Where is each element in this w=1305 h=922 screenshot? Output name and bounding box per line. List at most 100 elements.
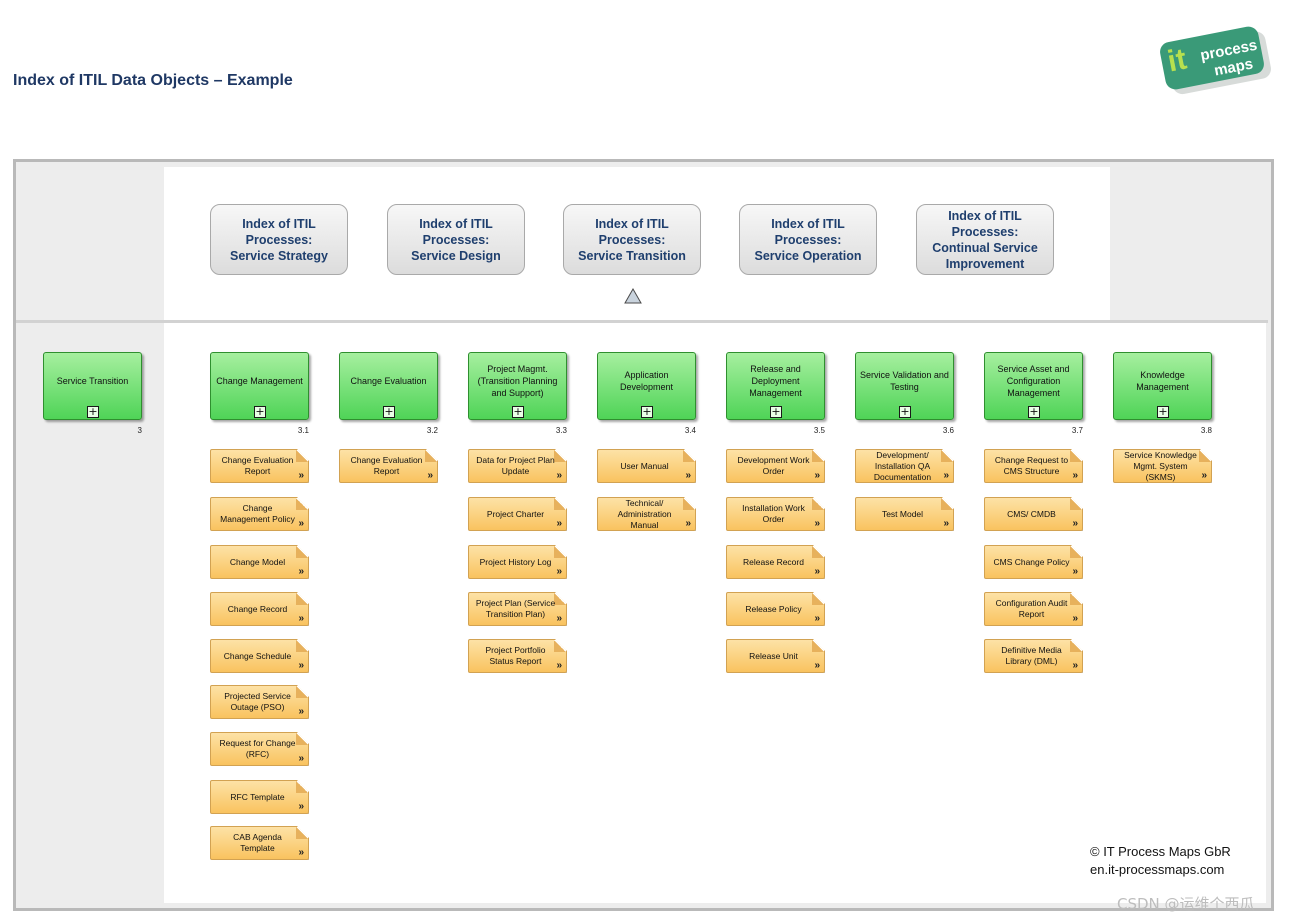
process-number: 3.4 — [684, 426, 696, 435]
more-icon[interactable]: » — [814, 470, 820, 481]
data-object-card[interactable]: Test Model» — [855, 497, 954, 531]
process-number: 3 — [137, 426, 142, 435]
process-box[interactable]: Knowledge Management + — [1113, 352, 1212, 420]
data-object-card[interactable]: User Manual» — [597, 449, 696, 483]
data-object-card[interactable]: Development Work Order» — [726, 449, 825, 483]
more-icon[interactable]: » — [298, 753, 304, 764]
data-object-card[interactable]: Projected Service Outage (PSO)» — [210, 685, 309, 719]
process-box[interactable]: Project Magmt. (Transition Planning and … — [468, 352, 567, 420]
more-icon[interactable]: » — [814, 660, 820, 671]
more-icon[interactable]: » — [298, 518, 304, 529]
more-icon[interactable]: » — [298, 801, 304, 812]
more-icon[interactable]: » — [814, 613, 820, 624]
more-icon[interactable]: » — [685, 518, 691, 529]
data-object-card[interactable]: Change Management Policy» — [210, 497, 309, 531]
it-process-maps-logo[interactable]: it process maps — [1158, 24, 1274, 92]
more-icon[interactable]: » — [1072, 660, 1078, 671]
more-icon[interactable]: » — [298, 706, 304, 717]
expand-icon[interactable]: + — [512, 405, 524, 418]
data-object-card[interactable]: Project Plan (Service Transition Plan)» — [468, 592, 567, 626]
data-object-card[interactable]: Project History Log» — [468, 545, 567, 579]
data-object-card[interactable]: Change Evaluation Report » — [339, 449, 438, 483]
more-icon[interactable]: » — [556, 566, 562, 577]
data-object-card[interactable]: Change Evaluation Report» — [210, 449, 309, 483]
up-triangle-icon[interactable] — [624, 288, 642, 304]
data-object-card[interactable]: CMS/ CMDB» — [984, 497, 1083, 531]
expand-icon[interactable]: + — [1157, 405, 1169, 418]
index-service-strategy-button[interactable]: Index of ITIL Processes: Service Strateg… — [210, 204, 348, 275]
data-object-card[interactable]: CMS Change Policy» — [984, 545, 1083, 579]
process-box[interactable]: Service Asset and Configuration Manageme… — [984, 352, 1083, 420]
more-icon[interactable]: » — [556, 660, 562, 671]
data-object-card[interactable]: CAB Agenda Template» — [210, 826, 309, 860]
more-icon[interactable]: » — [685, 470, 691, 481]
more-icon[interactable]: » — [814, 518, 820, 529]
more-icon[interactable]: » — [298, 613, 304, 624]
more-icon[interactable]: » — [943, 518, 949, 529]
more-icon[interactable]: » — [298, 566, 304, 577]
more-icon[interactable]: » — [814, 566, 820, 577]
more-icon[interactable]: » — [298, 847, 304, 858]
expand-icon[interactable]: + — [1028, 405, 1040, 418]
index-service-transition-button[interactable]: Index of ITIL Processes: Service Transit… — [563, 204, 701, 275]
data-object-label: Change Record — [227, 603, 288, 614]
more-icon[interactable]: » — [943, 470, 949, 481]
process-label: Application Development — [619, 370, 674, 392]
data-object-card[interactable]: Release Record» — [726, 545, 825, 579]
expand-icon[interactable]: + — [641, 405, 653, 418]
data-object-card[interactable]: Change Schedule» — [210, 639, 309, 673]
index-continual-service-improvement-button[interactable]: Index of ITIL Processes: Continual Servi… — [916, 204, 1054, 275]
data-object-card[interactable]: Service Knowledge Mgmt. System (SKMS)» — [1113, 449, 1212, 483]
index-service-design-button[interactable]: Index of ITIL Processes: Service Design — [387, 204, 525, 275]
data-object-card[interactable]: Project Charter» — [468, 497, 567, 531]
data-object-card[interactable]: Technical/ Administration Manual» — [597, 497, 696, 531]
data-object-card[interactable]: Release Unit» — [726, 639, 825, 673]
process-box[interactable]: Change Management+ — [210, 352, 309, 420]
expand-icon[interactable]: + — [770, 405, 782, 418]
data-object-card[interactable]: Data for Project Plan Update» — [468, 449, 567, 483]
more-icon[interactable]: » — [427, 470, 433, 481]
more-icon[interactable]: » — [1072, 518, 1078, 529]
more-icon[interactable]: » — [298, 470, 304, 481]
data-object-card[interactable]: Request for Change (RFC)» — [210, 732, 309, 766]
expand-icon[interactable]: + — [899, 405, 911, 418]
data-object-card[interactable]: Change Record » — [210, 592, 309, 626]
process-box[interactable]: Release and Deployment Management+ — [726, 352, 825, 420]
process-label: Service Validation and Testing — [860, 370, 949, 392]
more-icon[interactable]: » — [298, 660, 304, 671]
data-object-card[interactable]: Installation Work Order» — [726, 497, 825, 531]
process-label: Knowledge Management — [1136, 370, 1189, 392]
data-object-card[interactable]: Project Portfolio Status Report» — [468, 639, 567, 673]
data-object-label: Change Evaluation Report — [350, 455, 423, 476]
more-icon[interactable]: » — [1072, 470, 1078, 481]
more-icon[interactable]: » — [556, 470, 562, 481]
process-number: 3.1 — [297, 426, 309, 435]
more-icon[interactable]: » — [1072, 613, 1078, 624]
watermark: CSDN @运维个西瓜 — [1117, 895, 1255, 913]
more-icon[interactable]: » — [556, 613, 562, 624]
more-icon[interactable]: » — [556, 518, 562, 529]
data-object-label: Request for Change (RFC) — [219, 738, 296, 759]
index-service-operation-button[interactable]: Index of ITIL Processes: Service Operati… — [739, 204, 877, 275]
more-icon[interactable]: » — [1072, 566, 1078, 577]
process-number: 3.8 — [1200, 426, 1212, 435]
data-object-card[interactable]: RFC Template» — [210, 780, 309, 814]
process-box[interactable]: Service Validation and Testing + — [855, 352, 954, 420]
data-object-card[interactable]: Configuration Audit Report» — [984, 592, 1083, 626]
expand-icon[interactable]: + — [383, 405, 395, 418]
process-number: 3.2 — [426, 426, 438, 435]
process-box-service-transition[interactable]: Service Transition + — [43, 352, 142, 420]
expand-icon[interactable]: + — [87, 405, 99, 418]
data-object-card[interactable]: Change Request to CMS Structure» — [984, 449, 1083, 483]
data-object-card[interactable]: Definitive Media Library (DML)» — [984, 639, 1083, 673]
data-object-label: CMS Change Policy — [993, 556, 1070, 567]
data-object-label: Release Policy — [745, 603, 802, 614]
page-title: Index of ITIL Data Objects – Example — [13, 72, 293, 89]
process-box[interactable]: Change Evaluation+ — [339, 352, 438, 420]
expand-icon[interactable]: + — [254, 405, 266, 418]
more-icon[interactable]: » — [1201, 470, 1207, 481]
process-box[interactable]: Application Development + — [597, 352, 696, 420]
data-object-card[interactable]: Development/ Installation QA Documentati… — [855, 449, 954, 483]
data-object-card[interactable]: Change Model» — [210, 545, 309, 579]
data-object-card[interactable]: Release Policy » — [726, 592, 825, 626]
